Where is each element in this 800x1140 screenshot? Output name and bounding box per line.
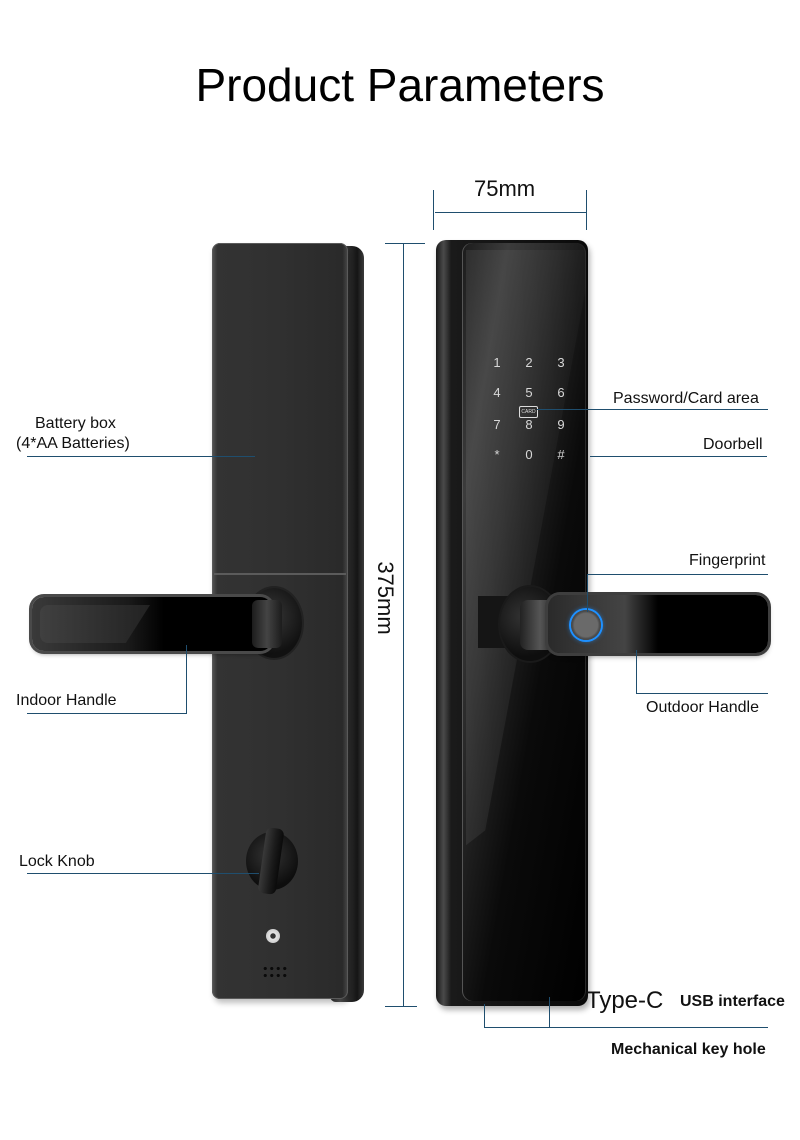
key-8: 8 <box>525 417 533 432</box>
battery-box-sublabel: (4*AA Batteries) <box>16 435 130 452</box>
height-dimension-tick-bottom <box>385 1006 417 1007</box>
key-1: 1 <box>493 355 501 370</box>
key-6: 6 <box>557 385 565 400</box>
key-2: 2 <box>525 355 533 370</box>
key-star: * <box>494 447 500 462</box>
battery-cover-seam <box>214 573 346 575</box>
fingerprint-label: Fingerprint <box>689 552 766 569</box>
fingerprint-leader-line-h <box>587 574 768 575</box>
indoor-handle-leader-line-h <box>27 713 187 714</box>
outdoor-handle-leader-line-h <box>636 693 768 694</box>
indoor-handle-leader-line-v <box>186 645 187 713</box>
key-7: 7 <box>493 417 501 432</box>
password-card-area-label: Password/Card area <box>613 390 759 407</box>
bottom-leader-line <box>484 1027 768 1028</box>
height-dimension-tick-top <box>385 243 425 244</box>
page-title: Product Parameters <box>195 59 605 111</box>
key-0: 0 <box>525 447 533 462</box>
usb-interface-label: USB interface <box>680 993 785 1010</box>
key-hole-leader-line-left <box>484 1004 485 1027</box>
lock-knob-leader-line <box>27 873 259 874</box>
speaker-grille-icon <box>262 965 288 979</box>
width-dimension-line <box>435 212 586 213</box>
key-3: 3 <box>557 355 565 370</box>
password-card-area-leader-line <box>537 409 768 410</box>
width-dimension-tick-right <box>586 190 587 230</box>
indoor-handle-neck <box>252 600 282 648</box>
outdoor-handle-label: Outdoor Handle <box>646 699 759 716</box>
doorbell-label: Doorbell <box>703 436 763 453</box>
usb-leader-line <box>549 997 550 1027</box>
fingerprint-leader-line-v <box>587 574 588 612</box>
outdoor-handle-leader-line-v <box>636 650 637 693</box>
height-dimension-line <box>403 243 404 1006</box>
key-9: 9 <box>557 417 565 432</box>
key-hash: # <box>557 447 565 462</box>
height-dimension-label: 375mm <box>373 561 398 635</box>
lock-knob-label: Lock Knob <box>19 853 95 870</box>
screw-icon <box>266 929 280 943</box>
key-5: 5 <box>525 385 533 400</box>
card-reader-icon: CARD <box>519 406 538 418</box>
battery-box-label: Battery box <box>35 415 116 432</box>
width-dimension-label: 75mm <box>474 176 536 201</box>
key-4: 4 <box>493 385 501 400</box>
indoor-handle-label: Indoor Handle <box>16 692 117 709</box>
doorbell-leader-line <box>590 456 767 457</box>
battery-box-leader-line <box>27 456 255 457</box>
width-dimension-tick-left <box>433 190 434 230</box>
type-c-label: Type-C <box>586 987 664 1014</box>
fingerprint-sensor-icon <box>571 610 601 640</box>
mechanical-key-hole-label: Mechanical key hole <box>611 1041 766 1058</box>
